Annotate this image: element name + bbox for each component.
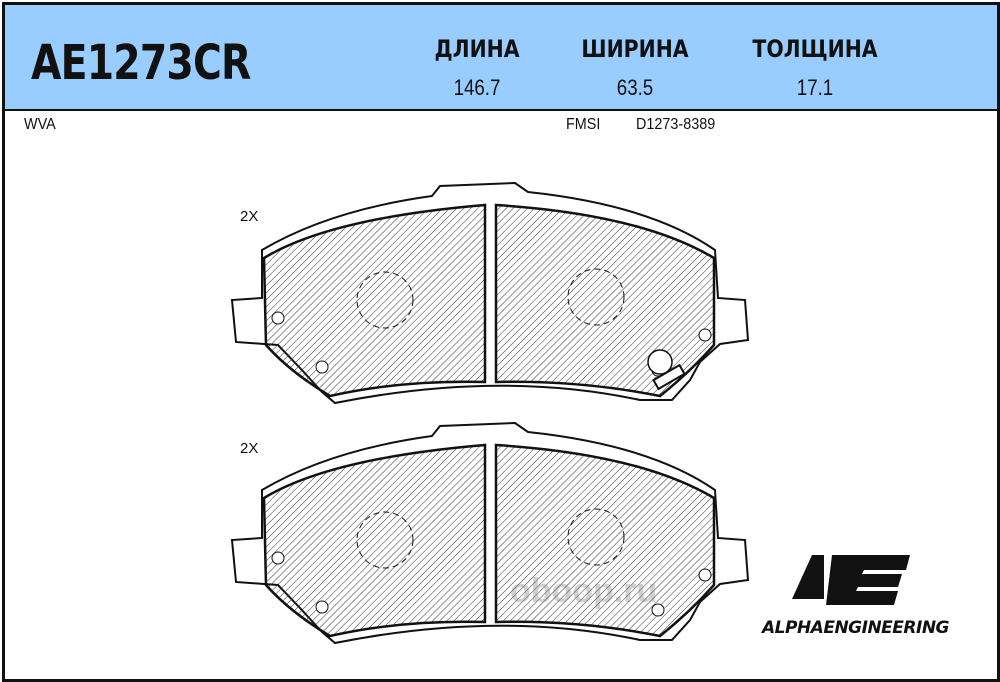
wear-sensor xyxy=(647,349,686,391)
header-bar: AE1273CR ДЛИНА 146.7 ШИРИНА 63.5 ТОЛЩИНА… xyxy=(5,5,997,111)
fmsi-value: D1273-8389 xyxy=(636,116,716,133)
watermark: oboop.ru xyxy=(510,572,658,610)
pad-quantity: 2X xyxy=(240,208,259,225)
dimension-width: ШИРИНА 63.5 xyxy=(555,35,715,101)
dimension-value: 146.7 xyxy=(453,75,501,100)
dimension-label: ДЛИНА xyxy=(434,35,520,63)
brake-pad-bottom xyxy=(230,421,750,645)
part-number: AE1273CR xyxy=(31,35,251,91)
pad-quantity: 2X xyxy=(240,440,259,457)
dimension-value: 17.1 xyxy=(796,75,834,100)
dimension-label: ТОЛЩИНА xyxy=(752,35,878,63)
brand-name: ALPHAENGINEERING xyxy=(762,618,950,638)
dimension-thickness: ТОЛЩИНА 17.1 xyxy=(735,35,895,101)
dimension-value: 63.5 xyxy=(616,75,654,100)
dimension-label: ШИРИНА xyxy=(581,35,689,63)
fmsi-label: FMSI xyxy=(566,116,601,133)
dimension-length: ДЛИНА 146.7 xyxy=(397,35,557,101)
alphaengineering-logo xyxy=(792,555,910,605)
wva-label: WVA xyxy=(24,116,56,133)
